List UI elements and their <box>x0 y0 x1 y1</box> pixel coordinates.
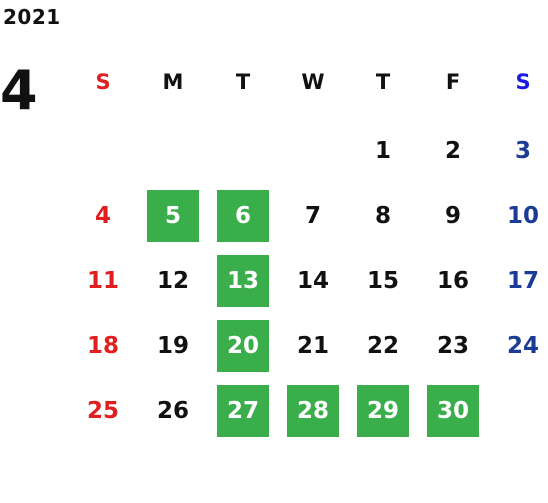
day-cell[interactable]: 14 <box>296 268 329 294</box>
weekday-label: S <box>515 70 531 94</box>
day-cell[interactable]: 18 <box>86 333 119 359</box>
day-cell[interactable]: 12 <box>156 268 189 294</box>
highlighted-day-cell[interactable]: 27 <box>217 385 269 437</box>
day-cell[interactable]: 26 <box>156 398 189 424</box>
highlighted-day-cell[interactable]: 5 <box>147 190 199 242</box>
highlighted-day-cell[interactable]: 30 <box>427 385 479 437</box>
day-cell[interactable]: 11 <box>86 268 119 294</box>
day-cell[interactable]: 25 <box>86 398 119 424</box>
highlighted-day-cell[interactable]: 28 <box>287 385 339 437</box>
weekday-label: W <box>301 70 325 94</box>
day-cell[interactable]: 3 <box>514 138 531 164</box>
day-cell[interactable]: 22 <box>366 333 399 359</box>
day-cell[interactable]: 19 <box>156 333 189 359</box>
week-row: 25 26 27 28 29 30 <box>65 385 548 437</box>
day-cell[interactable]: 10 <box>506 203 539 229</box>
week-row: 1 2 3 <box>65 125 548 177</box>
day-cell[interactable]: 23 <box>436 333 469 359</box>
day-cell[interactable]: 4 <box>94 203 111 229</box>
weekday-label: S <box>95 70 111 94</box>
day-cell[interactable]: 21 <box>296 333 329 359</box>
year-label: 2021 <box>3 5 61 29</box>
weekday-label: F <box>445 70 461 94</box>
week-row: 11 12 13 14 15 16 17 <box>65 255 548 307</box>
day-cell[interactable]: 9 <box>444 203 461 229</box>
day-cell[interactable]: 16 <box>436 268 469 294</box>
highlighted-day-cell[interactable]: 29 <box>357 385 409 437</box>
week-row: 18 19 20 21 22 23 24 <box>65 320 548 372</box>
day-cell[interactable]: 7 <box>304 203 321 229</box>
day-cell[interactable]: 8 <box>374 203 391 229</box>
day-cell[interactable]: 1 <box>374 138 391 164</box>
highlighted-day-cell[interactable]: 13 <box>217 255 269 307</box>
weekday-label: T <box>235 70 251 94</box>
day-cell[interactable]: 17 <box>506 268 539 294</box>
day-cell[interactable]: 2 <box>444 138 461 164</box>
highlighted-day-cell[interactable]: 20 <box>217 320 269 372</box>
weekday-label: M <box>162 70 184 94</box>
day-cell[interactable]: 24 <box>506 333 539 359</box>
weekday-label: T <box>375 70 391 94</box>
month-label: 4 <box>0 59 38 122</box>
day-cell[interactable]: 15 <box>366 268 399 294</box>
highlighted-day-cell[interactable]: 6 <box>217 190 269 242</box>
